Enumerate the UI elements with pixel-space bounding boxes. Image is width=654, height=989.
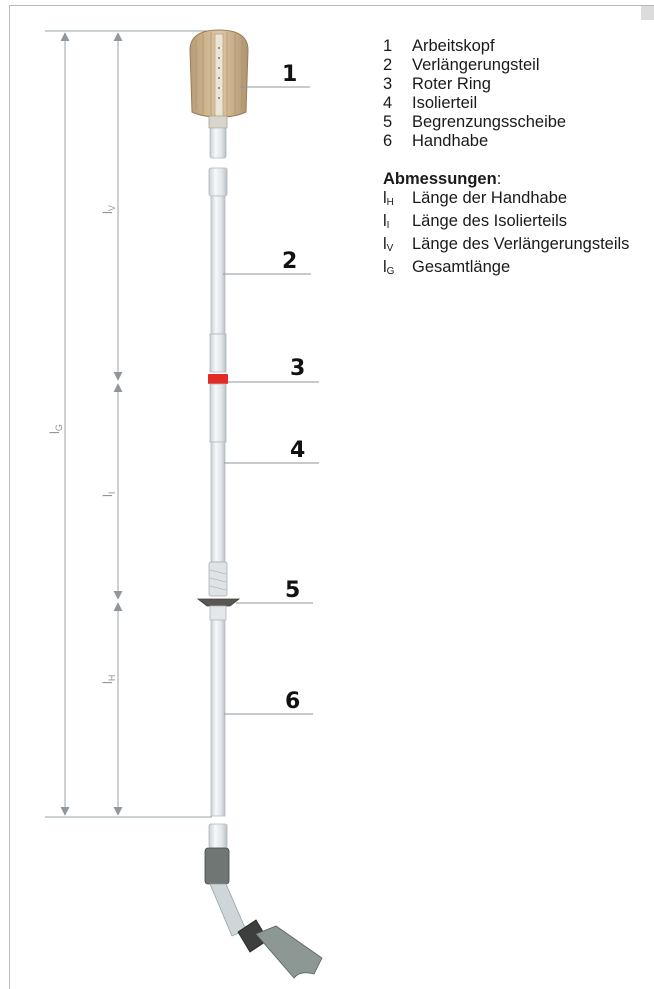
legend-item: 6 Handhabe (383, 132, 629, 151)
legend-number: 3 (383, 75, 393, 93)
frame-corner (641, 6, 654, 20)
label-lH: lH (100, 675, 117, 684)
callout-2: 2 (282, 249, 297, 274)
callout-1: 1 (282, 62, 297, 87)
legend-label: Handhabe (412, 132, 489, 150)
label-lI: lI (100, 492, 117, 497)
extension-part (208, 167, 228, 373)
brush-head (189, 29, 249, 159)
legend-item: 5 Begrenzungsscheibe (383, 113, 629, 132)
legend-item: 4 Isolierteil (383, 94, 629, 113)
dimension-symbol: lV (383, 235, 394, 254)
hose-connector (204, 823, 323, 979)
legend-number: 4 (383, 94, 393, 112)
callout-6: 6 (285, 689, 300, 714)
dimension-label: Länge des Isolierteils (412, 212, 568, 230)
dimension-item: lH Länge der Handhabe (383, 189, 629, 212)
dimension-symbol: lI (383, 212, 390, 231)
legend-label: Begrenzungsscheibe (412, 113, 567, 131)
dimensions-title-colon: : (496, 170, 502, 188)
dimension-item: lV Länge des Verlängerungsteils (383, 235, 629, 258)
dimensions-title-text: Abmessungen (383, 170, 497, 188)
legend-label: Verlängerungsteil (412, 56, 540, 74)
legend-label: Arbeitskopf (412, 37, 495, 55)
legend-item: 1 Arbeitskopf (383, 37, 629, 56)
legend-number: 2 (383, 56, 393, 74)
legend: 1 Arbeitskopf 2 Verlängerungsteil 3 Roter R… (383, 37, 629, 281)
dimension-lines (45, 30, 212, 818)
dimension-item: lI Länge des Isolierteils (383, 212, 629, 235)
callout-5: 5 (285, 578, 300, 603)
legend-item: 3 Roter Ring (383, 75, 629, 94)
label-lG: lG (47, 424, 64, 434)
legend-number: 6 (383, 132, 393, 150)
dimension-label: Länge des Verlängerungsteils (412, 235, 630, 253)
limiting-disc (196, 598, 241, 607)
insulating-part (208, 383, 228, 597)
callout-lines (223, 86, 319, 715)
handle (209, 605, 227, 817)
legend-item: 2 Verlängerungsteil (383, 56, 629, 75)
red-ring (208, 374, 228, 384)
legend-number: 1 (383, 37, 393, 55)
figure-frame (9, 5, 654, 989)
legend-label: Roter Ring (412, 75, 491, 93)
legend-label: Isolierteil (412, 94, 478, 112)
callout-4: 4 (290, 438, 305, 463)
dimension-symbol: lG (383, 258, 395, 277)
callout-3: 3 (290, 356, 305, 381)
label-lV: lV (100, 205, 117, 214)
dimension-item: lG Gesamtlänge (383, 258, 629, 281)
dimension-label: Länge der Handhabe (412, 189, 568, 207)
dimensions-title: Abmessungen: (383, 170, 629, 189)
legend-number: 5 (383, 113, 393, 131)
dimension-label: Gesamtlänge (412, 258, 511, 276)
dimension-symbol: lH (383, 189, 394, 208)
